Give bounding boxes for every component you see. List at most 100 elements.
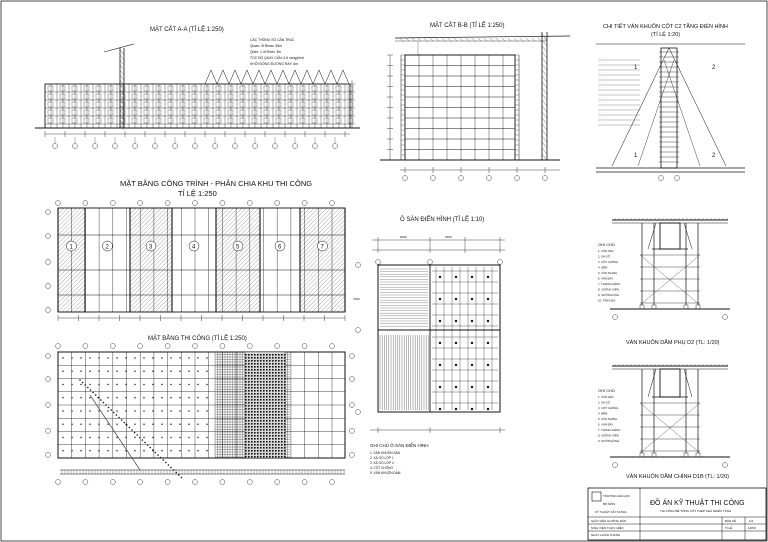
brace: [663, 59, 701, 167]
window: [71, 101, 78, 108]
crane-brace: [477, 37, 482, 42]
prop: [254, 363, 256, 365]
prop: [71, 357, 73, 359]
prop: [254, 405, 256, 407]
prop: [272, 402, 274, 404]
window: [71, 109, 78, 116]
crane-path-dot: [102, 401, 105, 404]
prop: [260, 381, 262, 383]
prop: [266, 354, 268, 356]
prop: [179, 357, 181, 359]
prop: [80, 450, 82, 452]
prop: [260, 420, 262, 422]
grid-axis-bubble: [152, 143, 158, 149]
prop: [278, 402, 280, 404]
grid-axis-bubble: [612, 314, 618, 320]
secondary-beam-formwork: [610, 218, 730, 320]
window: [227, 117, 234, 124]
prop: [248, 441, 250, 443]
prop: [278, 441, 280, 443]
prop: [281, 381, 283, 383]
section-bb-title: MẶT CẮT B-B (TỈ LỆ 1:250): [430, 21, 504, 29]
prop: [143, 357, 145, 359]
prop: [284, 402, 286, 404]
prop: [161, 436, 163, 439]
prop: [62, 436, 64, 439]
prop: [98, 383, 100, 386]
prop: [251, 411, 253, 413]
window: [143, 93, 150, 100]
crane-brace: [417, 37, 422, 42]
crane-path-dot: [159, 456, 162, 459]
prop: [257, 402, 259, 404]
grid-axis-bubble: [427, 259, 433, 265]
window: [311, 109, 318, 116]
prop: [161, 423, 163, 425]
prop: [89, 357, 91, 359]
prop: [260, 402, 262, 404]
window: [47, 117, 54, 124]
prop: [269, 444, 271, 446]
crane-path-dot: [180, 476, 183, 479]
window: [323, 117, 330, 124]
prop: [116, 383, 118, 386]
crane-brace: [531, 37, 536, 42]
prop: [107, 397, 109, 399]
prop: [266, 390, 268, 392]
prop: [284, 411, 286, 413]
zone-bubble: [66, 240, 77, 252]
prop: [251, 420, 253, 422]
prop: [134, 370, 136, 372]
prop: [248, 429, 250, 431]
grid-axis-bubble: [45, 402, 51, 408]
prop: [284, 420, 286, 422]
roof-truss: [252, 69, 266, 85]
window: [71, 85, 78, 92]
crane-path-dot: [154, 451, 157, 454]
crane-path-dot: [139, 436, 141, 439]
prop: [188, 436, 190, 439]
prop: [98, 423, 100, 425]
prop: [281, 408, 283, 410]
zone-bubble: [232, 240, 244, 252]
beam-note: 4. NÊM: [598, 411, 608, 416]
window: [287, 93, 294, 100]
grid-axis-bubble: [219, 200, 226, 206]
prop: [170, 357, 172, 359]
prop: [179, 423, 181, 425]
prop-base: [651, 304, 657, 310]
prop: [254, 420, 256, 422]
prop: [486, 385, 490, 389]
prop: [272, 414, 274, 416]
prop: [71, 397, 73, 399]
prop: [454, 297, 458, 301]
prop: [284, 396, 286, 398]
prop: [257, 372, 259, 374]
prop: [98, 410, 100, 412]
prop: [251, 384, 253, 386]
prop: [281, 396, 283, 398]
grid-axis-bubble: [55, 200, 61, 206]
roof-truss: [240, 69, 254, 85]
prop: [278, 381, 280, 383]
prop: [251, 360, 253, 362]
prop: [254, 360, 256, 362]
crane-path-dot: [115, 414, 118, 416]
column-number: 2: [712, 153, 716, 159]
prop: [257, 375, 259, 377]
window: [83, 101, 90, 108]
prop: [275, 456, 277, 458]
dimension-label: 3000: [445, 235, 452, 239]
prop: [248, 378, 250, 380]
window: [47, 101, 54, 108]
beam-note: 1. VÁN SÀN: [598, 249, 613, 253]
prop: [272, 375, 274, 377]
building-outline: [44, 83, 351, 129]
prop: [248, 354, 250, 356]
prop: [263, 429, 265, 431]
window: [107, 117, 114, 124]
prop: [257, 408, 259, 410]
prop: [281, 423, 283, 425]
prop: [263, 444, 265, 446]
prop: [251, 402, 253, 404]
